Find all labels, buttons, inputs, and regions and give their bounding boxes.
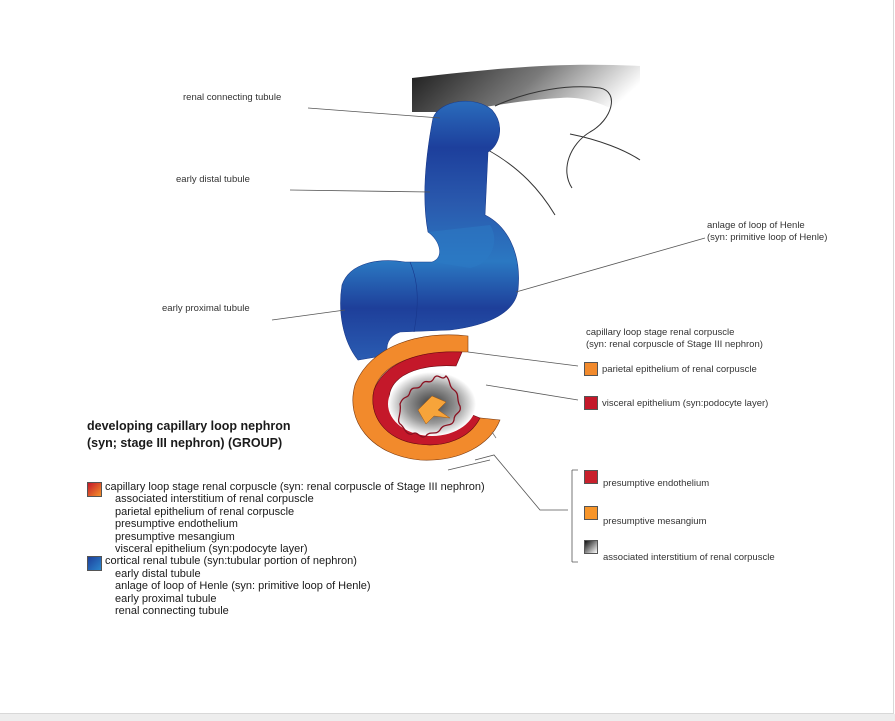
legend-swatch-tubule — [87, 556, 102, 572]
legend-swatch-corpuscle — [87, 482, 102, 497]
bottom-strip — [0, 714, 895, 721]
key-swatch-interstitium — [584, 540, 598, 554]
capillary-loops — [397, 375, 461, 438]
label-corpuscle-heading-syn: (syn: renal corpuscle of Stage III nephr… — [586, 339, 763, 350]
label-early-proximal-tubule: early proximal tubule — [162, 303, 250, 314]
legend-title-line2: (syn; stage III nephron) (GROUP) — [87, 436, 283, 450]
key-swatch-mesangium — [584, 506, 598, 520]
outline-curve-1 — [494, 86, 612, 189]
key-bracket-top — [572, 469, 578, 563]
legend-item: renal connecting tubule — [115, 605, 229, 618]
legend-item: early distal tubule — [115, 567, 201, 580]
small-tick — [491, 431, 497, 439]
legend-group-label: capillary loop stage renal corpuscle (sy… — [105, 481, 485, 493]
legend-title: developing capillary loop nephron (syn; … — [87, 418, 291, 452]
tubule-band-light — [428, 225, 495, 268]
legend-group-label: cortical renal tubule (syn:tubular porti… — [105, 555, 357, 568]
tubule-body — [340, 100, 519, 361]
outline-curve-3 — [569, 133, 641, 161]
callout-line-distal — [289, 189, 431, 193]
legend-group-corpuscle: capillary loop stage renal corpuscle (sy… — [87, 481, 485, 497]
key-swatch-visceral — [584, 396, 598, 410]
callout-bracket-tuft — [447, 454, 568, 511]
label-renal-connecting-tubule: renal connecting tubule — [183, 92, 282, 103]
legend-item: presumptive mesangium — [115, 530, 235, 543]
callout-line-proximal — [271, 309, 346, 321]
label-anlage-loop-henle: anlage of loop of Henle — [707, 220, 805, 231]
label-anlage-loop-henle-syn: (syn: primitive loop of Henle) — [707, 232, 828, 243]
legend-item: presumptive endothelium — [115, 518, 238, 531]
label-early-distal-tubule: early distal tubule — [176, 174, 250, 185]
callout-line-visceral — [485, 384, 579, 401]
legend-list: capillary loop stage renal corpuscle (sy… — [87, 481, 485, 617]
legend-item: early proximal tubule — [115, 592, 217, 605]
cap-structure — [412, 64, 640, 128]
key-label-parietal: parietal epithelium of renal corpuscle — [602, 364, 757, 375]
key-swatch-parietal — [584, 362, 598, 376]
mesangium-star — [417, 395, 451, 425]
key-label-endothelium: presumptive endothelium — [603, 478, 710, 489]
legend-item: parietal epithelium of renal corpuscle — [115, 505, 295, 518]
legend-item: associated interstitium of renal corpusc… — [115, 493, 314, 506]
callout-line-parietal — [467, 351, 579, 367]
callout-line-henle — [515, 237, 706, 293]
label-corpuscle-heading: capillary loop stage renal corpuscle — [586, 327, 735, 338]
legend-item: visceral epithelium (syn:podocyte layer) — [115, 543, 308, 556]
legend-item: anlage of loop of Henle (syn: primitive … — [115, 580, 371, 593]
key-label-mesangium: presumptive mesangium — [603, 516, 707, 527]
key-label-interstitium: associated interstitium of renal corpusc… — [603, 552, 775, 563]
callout-line-connecting — [307, 107, 441, 119]
outline-curve-2 — [487, 149, 556, 216]
key-label-visceral: visceral epithelium (syn:podocyte layer) — [602, 398, 769, 409]
key-swatch-endothelium — [584, 470, 598, 484]
legend-group-tubule: cortical renal tubule (syn:tubular porti… — [87, 555, 485, 572]
tubule-segment-line — [409, 261, 418, 333]
legend-title-line1: developing capillary loop nephron — [87, 419, 291, 433]
